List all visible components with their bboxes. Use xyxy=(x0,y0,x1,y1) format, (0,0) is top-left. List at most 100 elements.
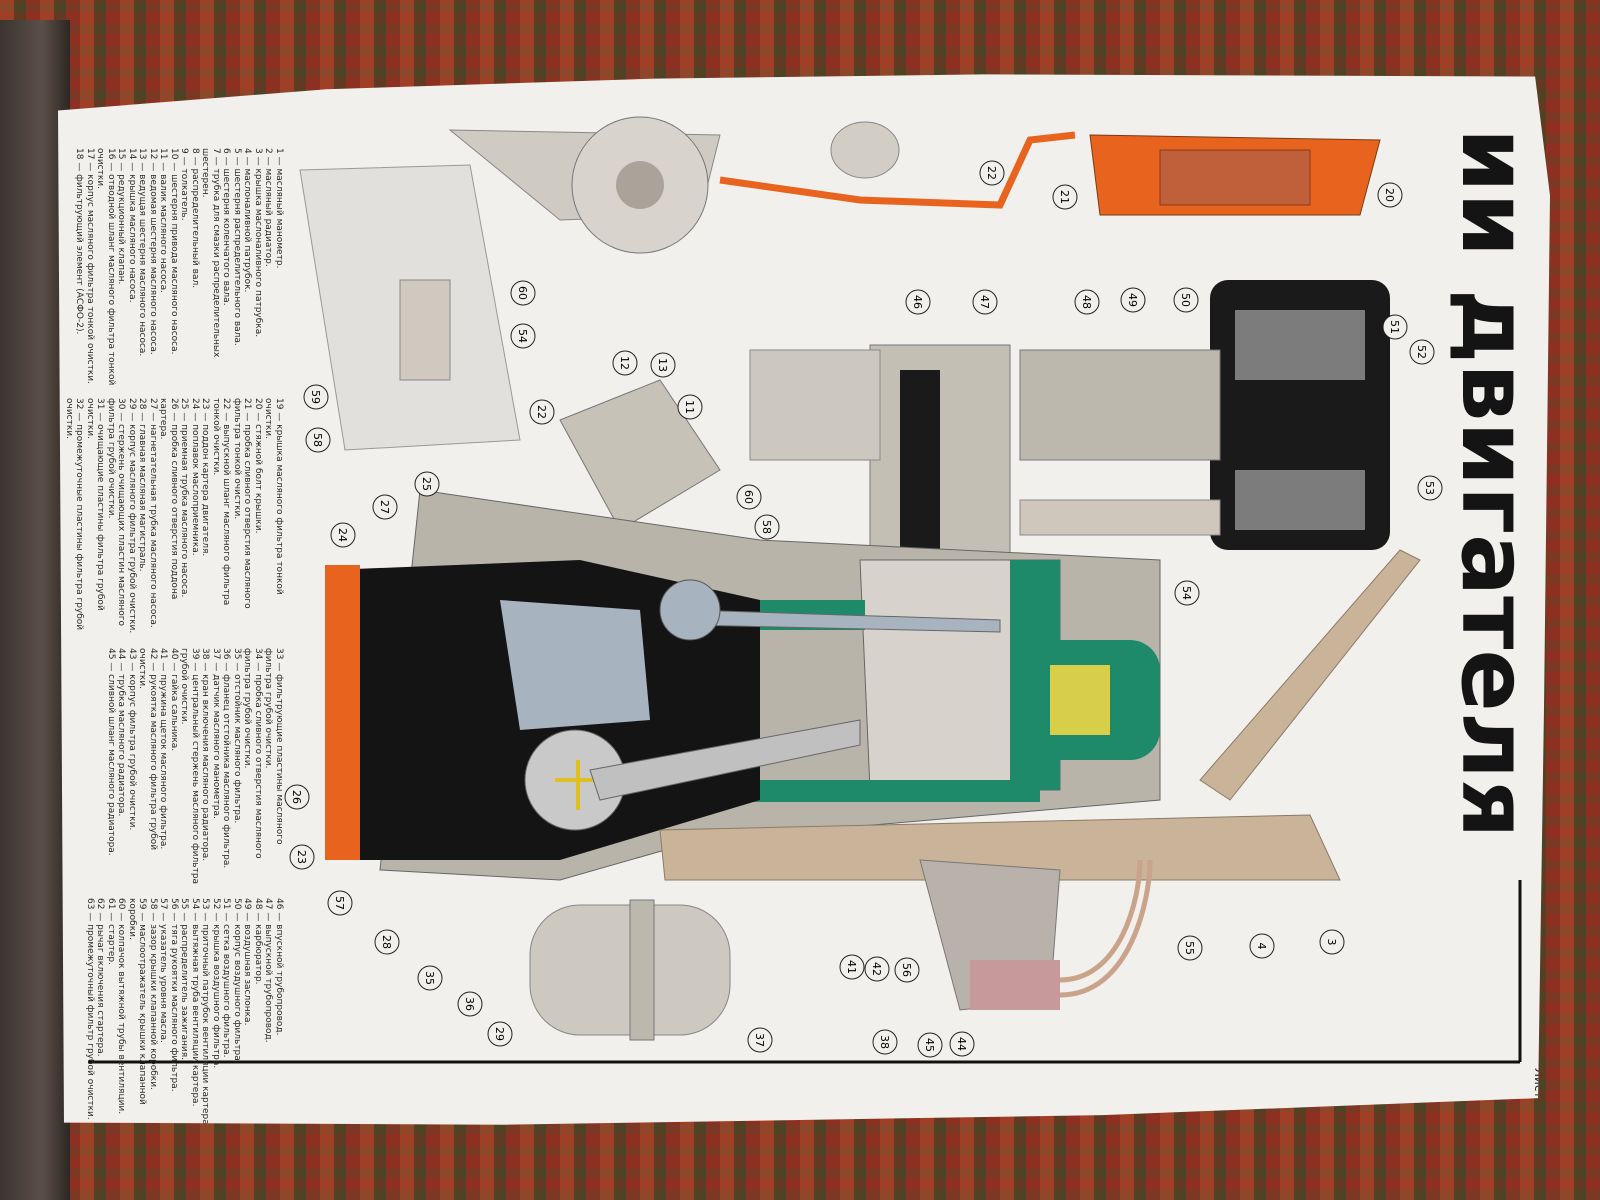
callout-circle xyxy=(414,471,440,497)
callout-circle xyxy=(905,289,931,315)
legend-item: 47 — выпускной трубопровод. xyxy=(263,898,274,1043)
legend-item: 39 — центральный стержень масляного филь… xyxy=(179,648,201,885)
legend-item: 21 — пробка сливного отверстия масляного… xyxy=(232,398,253,609)
callout-marker: 21 xyxy=(1052,184,1078,210)
callout-marker: 24 xyxy=(330,522,356,548)
callout-number: 55 xyxy=(1183,941,1196,955)
callout-marker: 44 xyxy=(949,1031,975,1057)
legend-item: 8 — распределительный вал. xyxy=(190,148,200,289)
callout-number: 11 xyxy=(683,400,696,414)
ignition-wires xyxy=(1059,859,1153,998)
callout-circle xyxy=(612,350,638,376)
legend-item: 48 — карбюратор. xyxy=(253,898,263,985)
callout-number: 26 xyxy=(290,790,303,804)
callout-number: 54 xyxy=(1180,586,1193,600)
legend-item: 14 — крышка масляного насоса. xyxy=(127,148,137,303)
callout-marker: 51 xyxy=(1382,314,1408,340)
legend: 1 — масляный манометр.2 — масляный радиа… xyxy=(64,148,285,1128)
legend-item: 55 — распределитель зажигания. xyxy=(179,898,190,1061)
legend-item: 44 — трубка масляного радиатора. xyxy=(116,648,127,817)
callout-circle xyxy=(1177,935,1203,961)
callout-number: 45 xyxy=(923,1038,936,1052)
callout-number: 35 xyxy=(423,971,436,985)
callout-number: 42 xyxy=(870,962,883,976)
callout-marker: 28 xyxy=(374,929,400,955)
oil-line-orange xyxy=(719,131,1076,209)
callout-marker: 42 xyxy=(864,956,890,982)
legend-item: 9 — толкатель. xyxy=(179,148,190,221)
callout-marker: 41 xyxy=(839,954,865,980)
legend-item: 3 — крышка маслоналивного патрубка. xyxy=(253,148,263,338)
callout-number: 60 xyxy=(516,286,529,300)
legend-item: 24 — поплавок маслоприемника. xyxy=(190,398,200,556)
callout-marker: 20 xyxy=(1377,182,1403,208)
crank-web xyxy=(500,600,650,730)
legend-item: 37 — датчик масляного манометра. xyxy=(211,648,221,819)
legend-item: 38 — кран включения масляного радиатора. xyxy=(200,648,211,862)
legend-item: 13 — ведущая шестерня масляного насоса. xyxy=(137,148,148,357)
thermostat xyxy=(1050,665,1110,735)
legend-column: 1 — масляный манометр.2 — масляный радиа… xyxy=(64,148,285,388)
legend-item: 56 — тяга рукоятки масляного фильтра. xyxy=(169,898,179,1092)
callout-number: 51 xyxy=(1388,320,1401,334)
callout-number: 58 xyxy=(311,433,324,447)
legend-item: 40 — гайка сальника. xyxy=(169,648,179,752)
callout-marker: 55 xyxy=(1177,935,1203,961)
legend-item: 36 — фланец отстойника масляного фильтра… xyxy=(221,648,232,869)
callout-number: 4 xyxy=(1255,943,1268,950)
legend-item: 57 — указатель уровня масла. xyxy=(158,898,169,1043)
legend-column: 46 — впускной трубопровод.47 — выпускной… xyxy=(64,898,284,1128)
callout-number: 59 xyxy=(309,390,322,404)
callout-marker: 54 xyxy=(510,323,536,349)
legend-item: 10 — шестерня привода масляного насоса. xyxy=(169,148,179,355)
legend-item: 59 — маслоотражатель крышки клапанной ко… xyxy=(127,898,148,1105)
callout-marker: 60 xyxy=(736,484,762,510)
callout-circle xyxy=(1377,182,1403,208)
legend-item: 22 — выпускной шланг масляного фильтра т… xyxy=(211,398,232,606)
legend-item: 45 — сливной шланг масляного радиатора. xyxy=(106,648,116,856)
legend-item: 19 — крышка масляного фильтра тонкой очи… xyxy=(263,398,285,595)
callout-circle xyxy=(1382,314,1408,340)
callout-number: 53 xyxy=(1423,481,1436,495)
callout-marker: 54 xyxy=(1174,580,1200,606)
legend-item: 53 — приточный патрубок вентиляции карте… xyxy=(200,898,211,1128)
legend-item: 26 — пробка сливного отверстия поддона к… xyxy=(158,398,180,600)
callout-circle xyxy=(1173,287,1199,313)
callout-circle xyxy=(1249,933,1275,959)
callout-number: 38 xyxy=(878,1035,891,1049)
callout-number: 27 xyxy=(378,500,391,514)
callout-circle xyxy=(1409,339,1435,365)
callout-marker: 25 xyxy=(414,471,440,497)
legend-item: 15 — редукционный клапан. xyxy=(116,148,127,285)
legend-item: 23 — поддон картера двигателя. xyxy=(200,398,211,557)
legend-item: 51 — сетка воздушного фильтра. xyxy=(221,898,232,1058)
callout-marker: 52 xyxy=(1409,339,1435,365)
callout-marker: 47 xyxy=(972,289,998,315)
callout-marker: 50 xyxy=(1173,287,1199,313)
legend-column: 33 — фильтрующие пластины масляного филь… xyxy=(64,648,284,888)
callout-circle xyxy=(839,954,865,980)
callout-number: 57 xyxy=(333,896,346,910)
callout-number: 24 xyxy=(336,528,349,542)
callout-marker: 60 xyxy=(510,280,536,306)
callout-circle xyxy=(1120,287,1146,313)
callout-circle xyxy=(303,384,329,410)
callout-circle xyxy=(677,394,703,420)
callout-circle xyxy=(327,890,353,916)
callout-marker: 4 xyxy=(1249,933,1275,959)
legend-item: 62 — рычаг включения стартера. xyxy=(95,898,106,1057)
callout-number: 23 xyxy=(295,850,308,864)
callout-number: 50 xyxy=(1179,293,1192,307)
vent-tube xyxy=(1019,499,1221,536)
rocker-pivot xyxy=(659,579,721,641)
callout-circle xyxy=(1052,184,1078,210)
callout-circle xyxy=(872,1029,898,1055)
callout-marker: 22 xyxy=(979,160,1005,186)
callout-number: 12 xyxy=(618,356,631,370)
callout-circle xyxy=(972,289,998,315)
callout-marker: 35 xyxy=(417,965,443,991)
callout-number: 36 xyxy=(463,997,476,1011)
callout-number: 47 xyxy=(978,295,991,309)
callout-number: 54 xyxy=(516,329,529,343)
intake-flange xyxy=(749,349,881,461)
